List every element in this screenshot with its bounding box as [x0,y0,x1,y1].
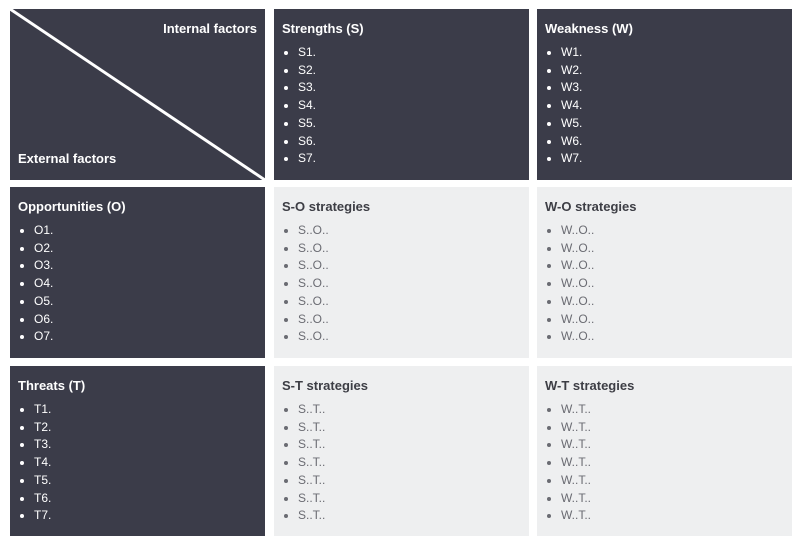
opportunities-cell: Opportunities (O) O1. O2. O3. O4. O5. O6… [10,187,265,358]
list-item: T6. [34,490,51,508]
list-item: T1. [34,401,51,419]
list-item: S..O.. [298,311,329,329]
weakness-title: Weakness (W) [545,21,633,36]
list-item: W6. [561,133,582,151]
list-item: W..O.. [561,328,594,346]
list-item: W2. [561,62,582,80]
list-item: O5. [34,293,53,311]
so-strategies-title: S-O strategies [282,199,371,214]
list-item: T4. [34,454,51,472]
list-item: S2. [298,62,316,80]
list-item: W..O.. [561,275,594,293]
strengths-cell: Strengths (S) S1. S2. S3. S4. S5. S6. S7… [274,9,529,180]
st-strategies-cell: S-T strategies S..T.. S..T.. S..T.. S..T… [274,366,529,536]
wo-strategies-cell: W-O strategies W..O.. W..O.. W..O.. W..O… [537,187,792,358]
list-item: W..O.. [561,240,594,258]
list-item: O4. [34,275,53,293]
corner-header-cell: Internal factors External factors [10,9,265,180]
opportunities-title: Opportunities (O) [18,199,126,214]
weakness-cell: Weakness (W) W1. W2. W3. W4. W5. W6. W7. [537,9,792,180]
external-factors-label: External factors [18,151,117,166]
list-item: S7. [298,150,316,168]
wt-strategies-cell: W-T strategies W..T.. W..T.. W..T.. W..T… [537,366,792,536]
list-item: T3. [34,436,51,454]
list-item: S..O.. [298,293,329,311]
list-item: S..O.. [298,240,329,258]
strengths-list: S1. S2. S3. S4. S5. S6. S7. [282,44,316,168]
list-item: O7. [34,328,53,346]
strengths-title: Strengths (S) [282,21,364,36]
list-item: W..T.. [561,419,591,437]
wt-strategies-title: W-T strategies [545,378,635,393]
opportunities-list: O1. O2. O3. O4. O5. O6. O7. [18,222,53,346]
list-item: S4. [298,97,316,115]
list-item: S3. [298,79,316,97]
so-strategies-list: S..O.. S..O.. S..O.. S..O.. S..O.. S..O.… [282,222,329,346]
threats-title: Threats (T) [18,378,86,393]
wt-strategies-list: W..T.. W..T.. W..T.. W..T.. W..T.. W..T.… [545,401,591,525]
threats-cell: Threats (T) T1. T2. T3. T4. T5. T6. T7. [10,366,265,536]
list-item: S6. [298,133,316,151]
list-item: W7. [561,150,582,168]
list-item: W..O.. [561,311,594,329]
list-item: W..T.. [561,401,591,419]
list-item: W..T.. [561,454,591,472]
list-item: S..T.. [298,454,325,472]
list-item: S..O.. [298,257,329,275]
list-item: S..T.. [298,472,325,490]
list-item: T7. [34,507,51,525]
list-item: O2. [34,240,53,258]
diagonal-divider [10,9,265,180]
list-item: T2. [34,419,51,437]
list-item: O6. [34,311,53,329]
list-item: W4. [561,97,582,115]
list-item: W3. [561,79,582,97]
st-strategies-list: S..T.. S..T.. S..T.. S..T.. S..T.. S..T.… [282,401,325,525]
list-item: S1. [298,44,316,62]
so-strategies-cell: S-O strategies S..O.. S..O.. S..O.. S..O… [274,187,529,358]
st-strategies-title: S-T strategies [282,378,368,393]
list-item: W..T.. [561,436,591,454]
list-item: T5. [34,472,51,490]
list-item: S..T.. [298,490,325,508]
wo-strategies-title: W-O strategies [545,199,637,214]
list-item: S..T.. [298,436,325,454]
list-item: W..T.. [561,490,591,508]
list-item: W1. [561,44,582,62]
list-item: W5. [561,115,582,133]
list-item: S5. [298,115,316,133]
list-item: O1. [34,222,53,240]
list-item: S..T.. [298,419,325,437]
list-item: W..T.. [561,507,591,525]
list-item: S..O.. [298,328,329,346]
list-item: W..T.. [561,472,591,490]
list-item: S..T.. [298,401,325,419]
wo-strategies-list: W..O.. W..O.. W..O.. W..O.. W..O.. W..O.… [545,222,594,346]
list-item: S..O.. [298,275,329,293]
weakness-list: W1. W2. W3. W4. W5. W6. W7. [545,44,582,168]
list-item: O3. [34,257,53,275]
list-item: W..O.. [561,257,594,275]
list-item: S..T.. [298,507,325,525]
internal-factors-label: Internal factors [163,21,257,36]
threats-list: T1. T2. T3. T4. T5. T6. T7. [18,401,51,525]
list-item: W..O.. [561,293,594,311]
list-item: W..O.. [561,222,594,240]
list-item: S..O.. [298,222,329,240]
